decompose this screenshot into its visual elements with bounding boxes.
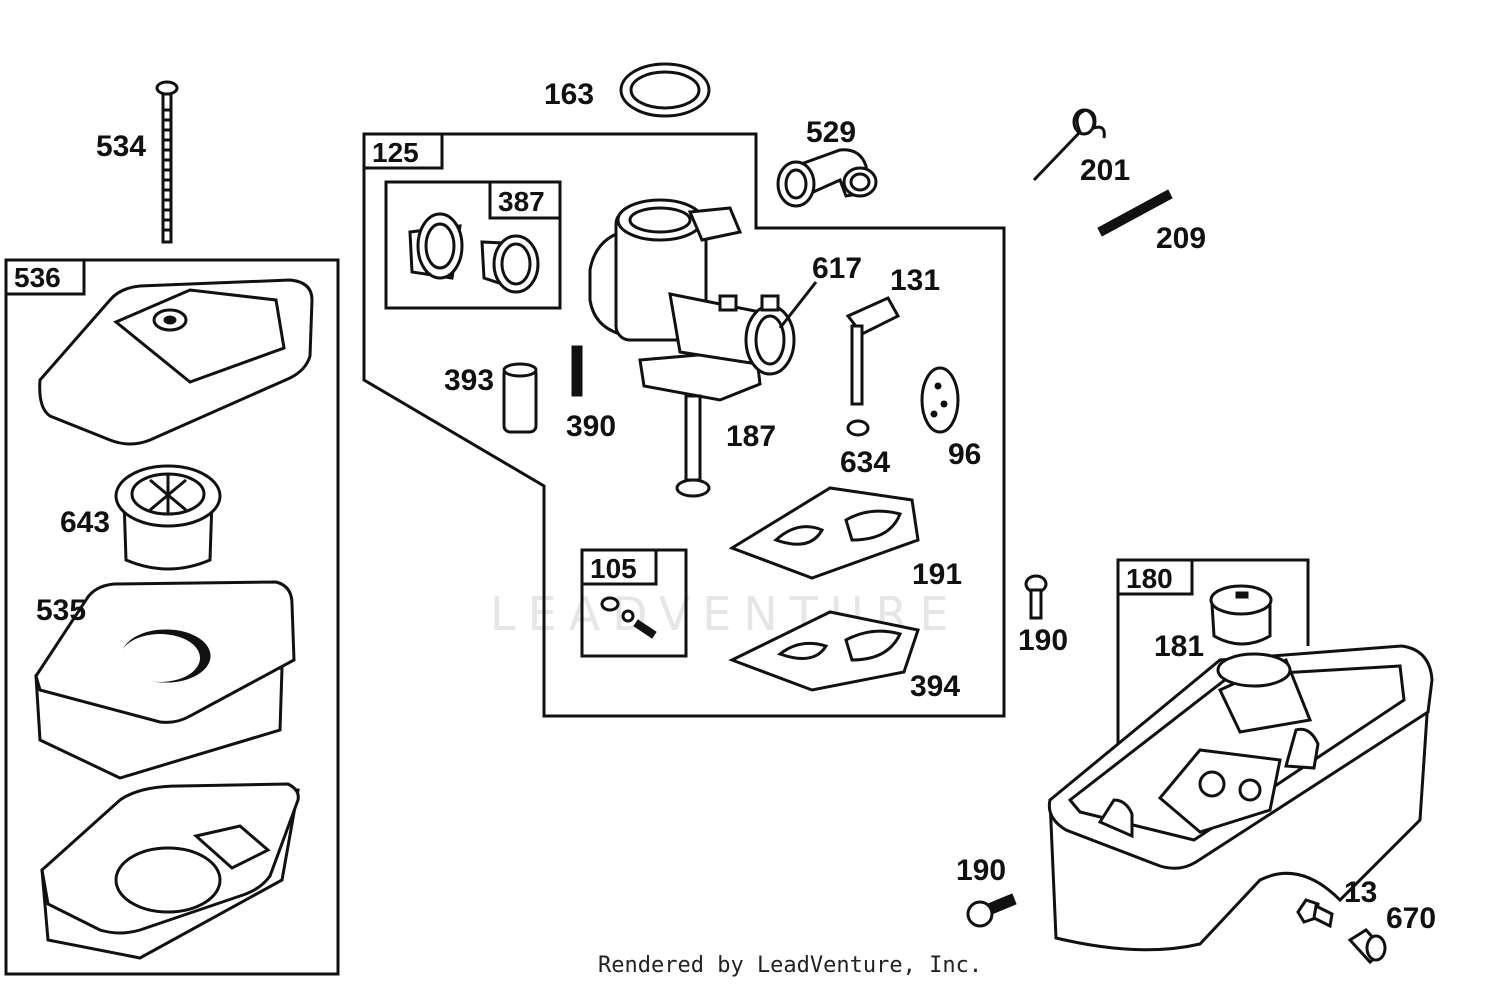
part-643-filter[interactable]	[114, 464, 222, 571]
part-201-link[interactable]	[1032, 108, 1106, 182]
group-105-label[interactable]: 105	[590, 553, 637, 584]
part-634-seal[interactable]	[846, 419, 870, 437]
part-387-bowl-kit[interactable]	[408, 212, 540, 294]
part-105-needle-kit[interactable]	[600, 596, 657, 639]
part-181-fuel-cap[interactable]	[1209, 584, 1273, 646]
part-191-diaphragm[interactable]	[728, 486, 920, 580]
part-190-screw-upper[interactable]	[1024, 574, 1048, 620]
part-air-cleaner-cover[interactable]	[38, 278, 314, 446]
group-180-label[interactable]: 180	[1126, 563, 1173, 594]
part-fuel-tank[interactable]	[1047, 644, 1434, 952]
part-390-spring[interactable]	[571, 345, 583, 397]
label-209[interactable]: 209	[1156, 222, 1206, 255]
part-131-shaft[interactable]	[845, 296, 901, 406]
part-air-cleaner-base[interactable]	[40, 782, 300, 960]
label-96[interactable]: 96	[948, 438, 981, 471]
part-529-elbow[interactable]	[776, 148, 878, 208]
label-181[interactable]: 181	[1154, 630, 1204, 663]
part-670-bushing[interactable]	[1347, 928, 1387, 965]
label-670[interactable]: 670	[1386, 902, 1436, 935]
label-190-upper[interactable]: 190	[1018, 624, 1068, 657]
label-617[interactable]: 617	[812, 252, 862, 285]
label-187[interactable]: 187	[726, 420, 776, 453]
part-394-gasket[interactable]	[728, 610, 920, 692]
group-180-frame	[1116, 558, 1310, 744]
part-96-plate[interactable]	[920, 366, 960, 434]
label-201[interactable]: 201	[1080, 154, 1130, 187]
group-125-frame	[362, 132, 1006, 718]
label-634[interactable]: 634	[840, 446, 890, 479]
label-191[interactable]: 191	[912, 558, 962, 591]
group-387-frame	[384, 180, 562, 310]
part-209-spring[interactable]	[1097, 189, 1173, 237]
label-131[interactable]: 131	[890, 264, 940, 297]
label-13[interactable]: 13	[1344, 876, 1377, 909]
label-643[interactable]: 643	[60, 506, 110, 539]
part-534-screw[interactable]	[155, 80, 179, 244]
part-190-screw-lower[interactable]	[966, 893, 1017, 928]
label-390[interactable]: 390	[566, 410, 616, 443]
group-105-frame	[580, 548, 688, 658]
part-535-precleaner[interactable]	[34, 580, 296, 780]
leader-617	[778, 281, 818, 329]
part-carburetor-body[interactable]	[588, 198, 796, 498]
part-393-jet[interactable]	[502, 362, 538, 434]
footer-credit: Rendered by LeadVenture, Inc.	[598, 953, 982, 978]
label-190-lower[interactable]: 190	[956, 854, 1006, 887]
group-125-label[interactable]: 125	[372, 137, 419, 168]
label-534[interactable]: 534	[96, 130, 146, 163]
label-163[interactable]: 163	[544, 78, 594, 111]
label-394[interactable]: 394	[910, 670, 960, 703]
group-536-frame	[4, 258, 340, 976]
group-387-label[interactable]: 387	[498, 186, 545, 217]
label-535[interactable]: 535	[36, 594, 86, 627]
group-536-label[interactable]: 536	[14, 262, 61, 293]
part-163-gasket[interactable]	[619, 62, 711, 118]
label-393[interactable]: 393	[444, 364, 494, 397]
label-529[interactable]: 529	[806, 116, 856, 149]
part-13-screw[interactable]	[1296, 898, 1334, 929]
